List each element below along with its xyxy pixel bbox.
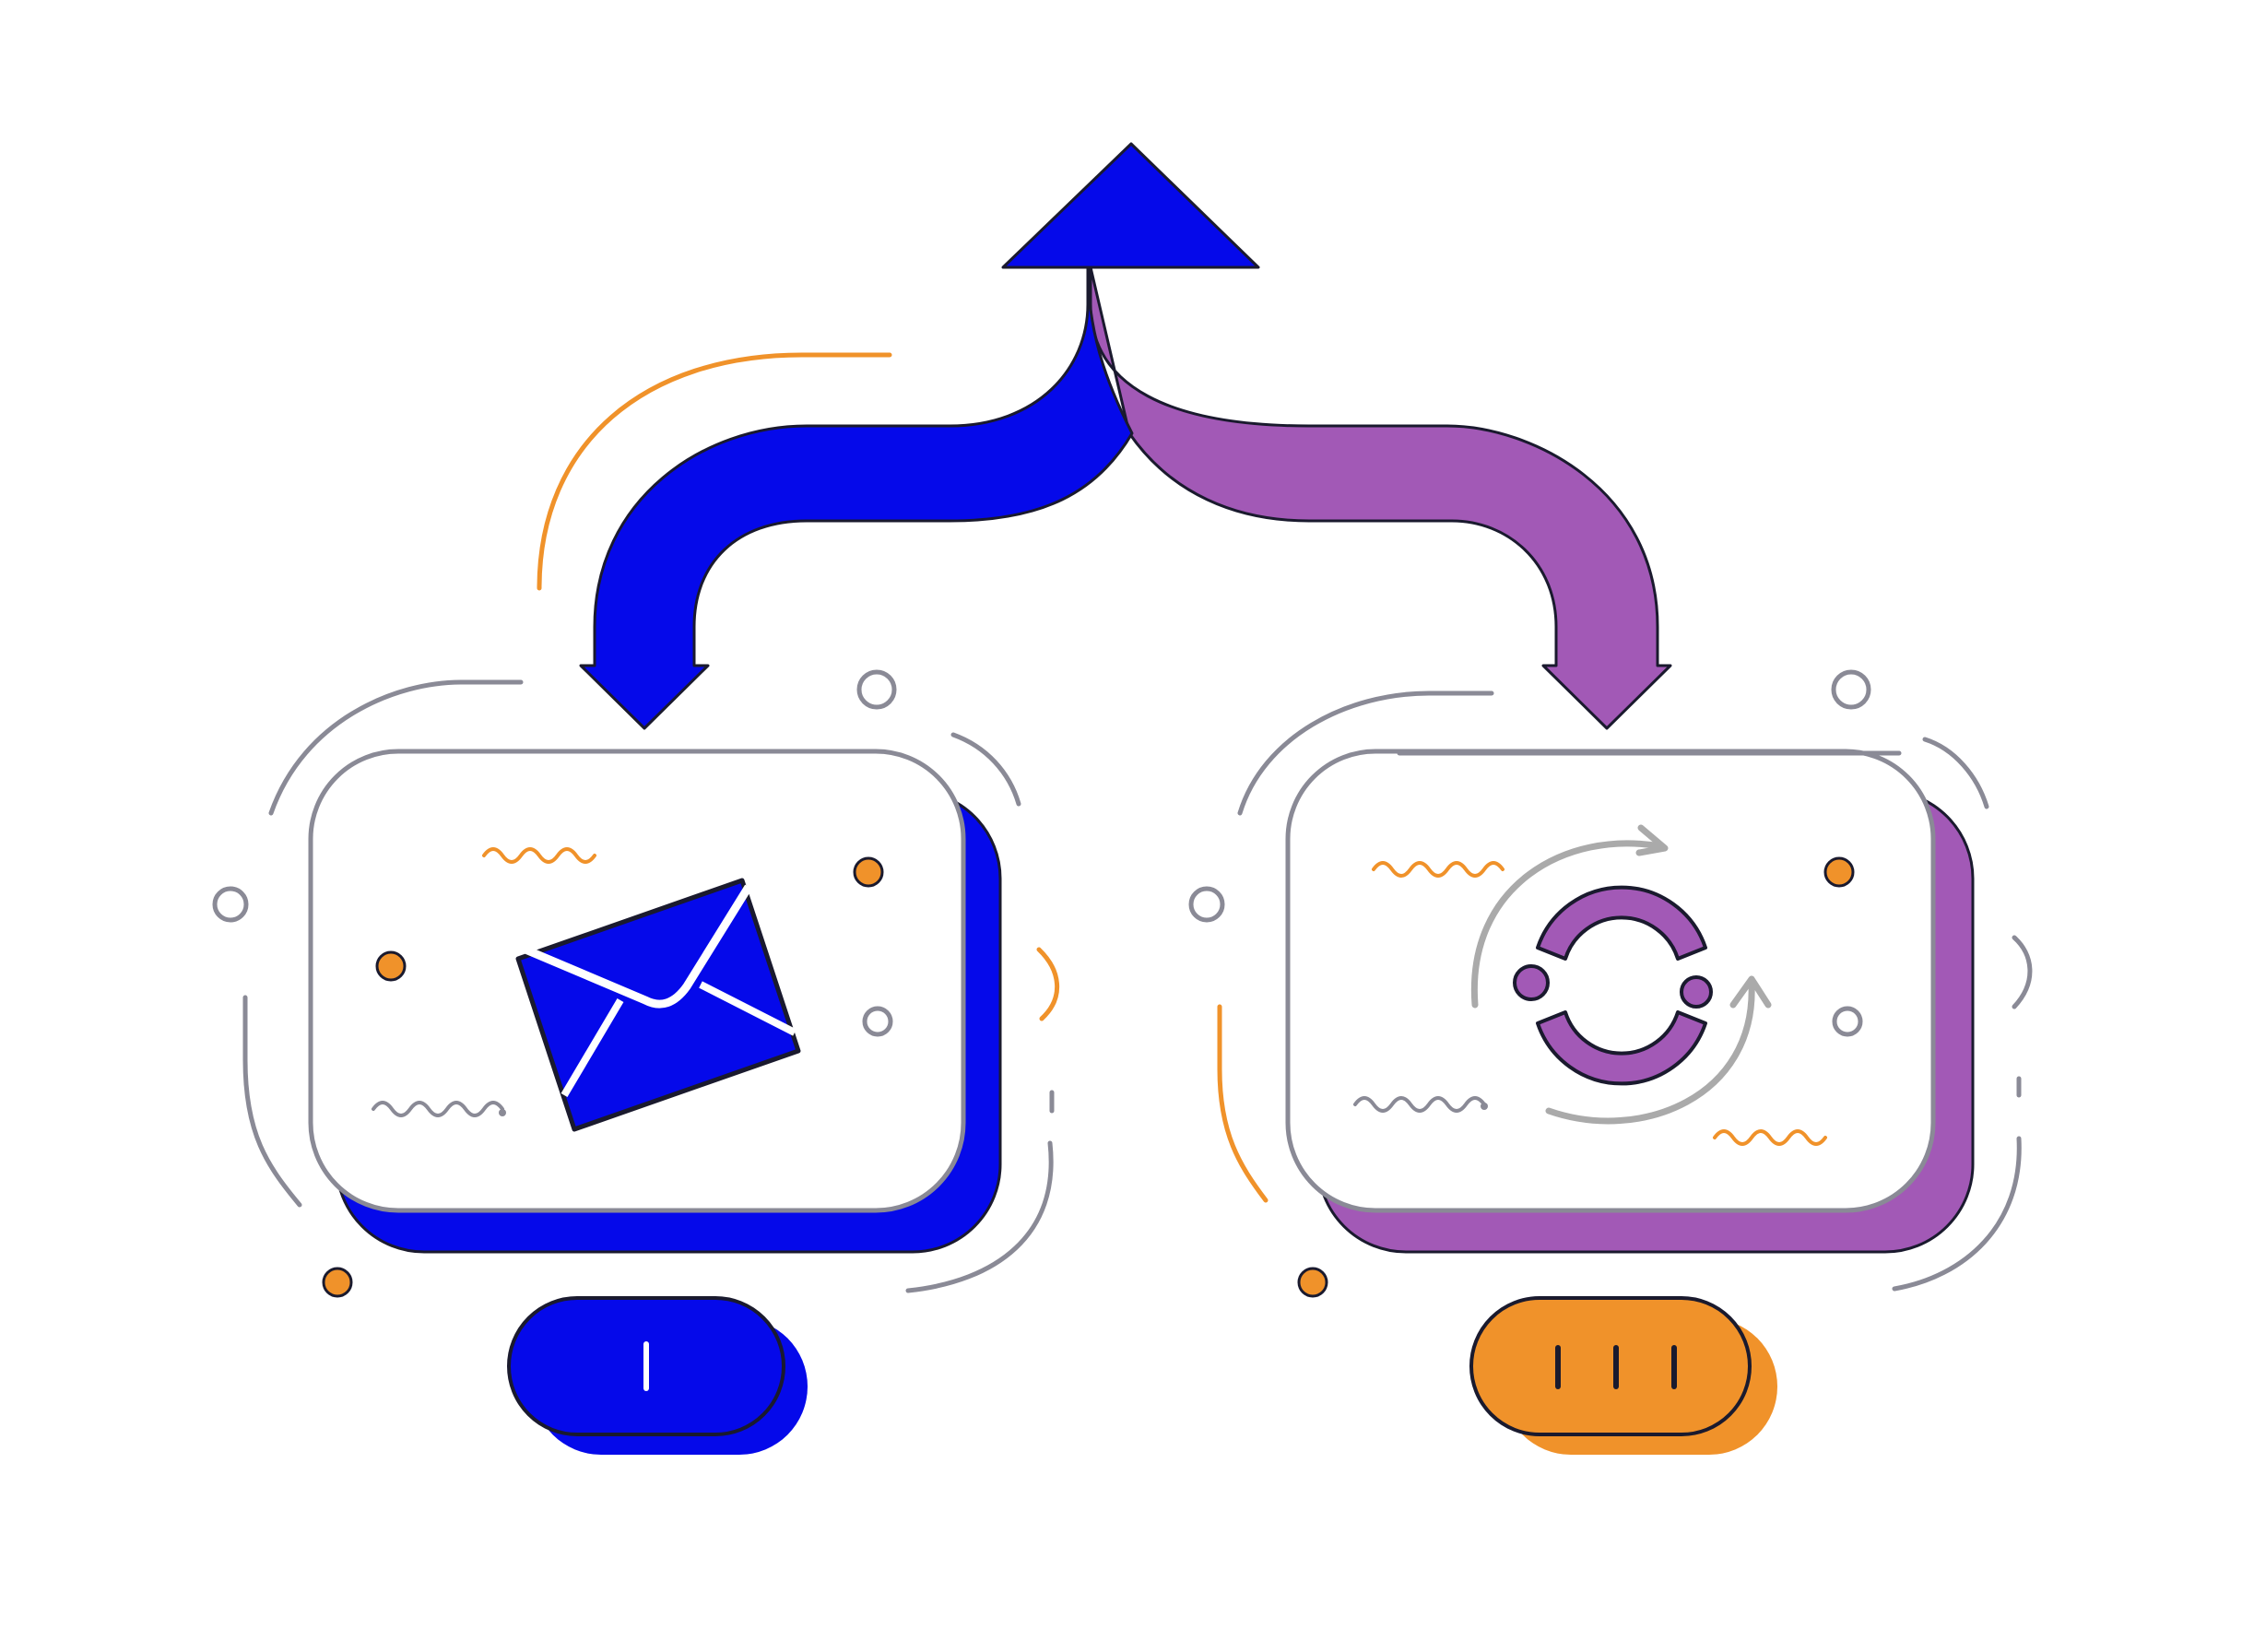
arc-gray — [905, 1140, 1054, 1293]
arc-gray — [1237, 690, 1494, 816]
decorations — [212, 352, 2033, 1293]
arc-gray — [1922, 737, 1989, 809]
refresh-cycle-icon — [1470, 824, 1772, 1125]
badge-three-pill — [1469, 1296, 1752, 1436]
arc-gray — [1892, 1136, 2022, 1292]
flow-arrows — [579, 142, 1672, 730]
squiggle-orange — [1713, 1129, 1827, 1146]
arc-orange — [1036, 947, 1059, 1021]
badge-one — [507, 1296, 808, 1455]
dot-orange — [1297, 1267, 1328, 1298]
ring-gray — [862, 1006, 893, 1037]
dot-gray — [1481, 1103, 1488, 1110]
branch-right-arrow — [1089, 266, 1672, 730]
squiggle-orange — [482, 847, 596, 864]
squiggle-gray — [372, 1101, 504, 1117]
ring-gray — [212, 886, 249, 923]
dot-gray — [499, 1109, 506, 1116]
squiggle-orange — [1372, 861, 1504, 878]
arc-orange — [1217, 1004, 1268, 1203]
dot-orange — [375, 950, 407, 982]
badge-three — [1469, 1296, 1777, 1455]
merge-up-arrow — [1001, 142, 1260, 269]
arc-orange — [537, 352, 892, 591]
ring-gray — [856, 669, 897, 710]
ring-gray — [1831, 669, 1871, 710]
sync-node-card — [1285, 749, 1936, 1213]
squiggle-gray — [1353, 1096, 1486, 1113]
dot-orange — [1823, 856, 1855, 888]
sync-node — [1285, 749, 1975, 1254]
arc-gray — [242, 995, 302, 1208]
ring-gray — [1188, 886, 1225, 923]
dot-orange — [853, 856, 884, 888]
arc-gray — [268, 679, 524, 816]
email-node — [308, 749, 1002, 1254]
arc-gray — [2012, 935, 2033, 1009]
envelope-icon — [515, 878, 801, 1132]
branch-left-arrow — [579, 266, 1134, 730]
dot-orange — [322, 1267, 353, 1298]
ring-gray — [1832, 1006, 1863, 1037]
arc-gray — [950, 732, 1021, 807]
